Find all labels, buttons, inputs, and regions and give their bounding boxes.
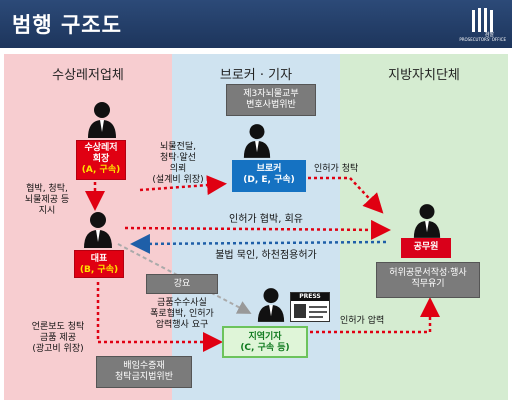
rep-person-icon — [84, 212, 112, 248]
official-box: 공무원 — [401, 238, 451, 258]
instruct-line2: 뇌물제공 등 — [24, 195, 70, 205]
press-report-label: 언론보도 청탁 금품 제공 (광고비 위장) — [20, 322, 96, 355]
logo-label: 검찰 — [484, 32, 494, 38]
reporter-line2: (C, 구속 등) — [240, 343, 290, 353]
instruct-label: 협박, 청탁, 뇌물제공 등 지시 — [14, 184, 80, 217]
logo-sublabel: PROSECUTORS' OFFICE — [459, 37, 506, 42]
column-title-broker: 브로커 · 기자 — [219, 68, 293, 83]
coercion-label: 강요 — [173, 279, 191, 289]
official-label: 공무원 — [413, 242, 439, 252]
broker-box: 브로커 (D, E, 구속) — [232, 160, 306, 192]
column-business: 수상레저업체 — [4, 54, 172, 400]
permit-request-label: 인허가 청탁 — [314, 164, 359, 174]
bribery-charge-box: 제3자뇌물교부 변호사법위반 — [226, 84, 316, 116]
owner-line1: 수상레저 — [84, 143, 118, 153]
money-line2: 폭로협박, 인허가 — [150, 309, 214, 319]
coercion-charge-box: 강요 — [146, 274, 218, 294]
permit-pressure-label: 인허가 압력 — [340, 316, 385, 326]
owner-person-icon — [88, 102, 116, 138]
owner-line3: (A, 구속) — [81, 165, 121, 175]
bribe-request-label: 뇌물전달, 청탁·알선 의뢰 (설계비 위장) — [142, 142, 214, 186]
money-line3: 압력행사 요구 — [155, 320, 209, 330]
breach-line2: 청탁금지법위반 — [115, 372, 173, 382]
press-report-line1: 언론보도 청탁 — [31, 322, 85, 332]
bribe-line1: 뇌물전달, — [160, 142, 196, 152]
official-person-icon — [413, 204, 441, 238]
falsify-line2: 직무유기 — [411, 279, 445, 289]
rep-line1: 대표 — [90, 254, 108, 264]
press-report-line2: 금품 제공 — [40, 333, 76, 343]
bribe-line4: (설계비 위장) — [152, 175, 204, 185]
column-title-business: 수상레저업체 — [52, 68, 124, 83]
bribe-line3: 의뢰 — [169, 164, 187, 174]
instruct-line3: 지시 — [38, 206, 56, 216]
owner-box: 수상레저 회장 (A, 구속) — [76, 140, 126, 180]
bribery-line2: 변호사법위반 — [246, 100, 296, 110]
broker-line1: 브로커 — [256, 164, 282, 174]
reporter-box: 지역기자 (C, 구속 등) — [222, 326, 308, 358]
reporter-person-icon — [257, 288, 285, 322]
arrow-official-to-rep — [130, 233, 387, 254]
arrow-rep-to-official — [124, 219, 391, 240]
press-card-icon: PRESS — [290, 292, 330, 322]
column-title-government: 지방자치단체 — [388, 68, 460, 83]
arrow-owner-to-broker — [139, 175, 227, 196]
permit-threat-label: 인허가 협박, 회유 — [229, 214, 303, 225]
rep-box: 대표 (B, 구속) — [74, 250, 124, 278]
broker-person-icon — [243, 124, 271, 158]
money-threat-label: 금품수수사실 폭로협박, 인허가 압력행사 요구 — [140, 298, 224, 331]
falsify-charge-box: 허위공문서작성·행사 직무유기 — [376, 262, 480, 298]
arrow-reporter-to-official — [310, 297, 440, 334]
money-line1: 금품수수사실 — [157, 298, 207, 308]
arrow-broker-to-official — [308, 176, 384, 214]
tolerate-label: 불법 묵인, 하천점용허가 — [215, 250, 317, 261]
owner-line2: 회장 — [92, 154, 110, 164]
instruct-line1: 협박, 청탁, — [26, 184, 68, 194]
reporter-line1: 지역기자 — [248, 332, 282, 342]
press-badge-label: PRESS — [291, 293, 329, 301]
bribery-line1: 제3자뇌물교부 — [243, 89, 299, 99]
rep-line2: (B, 구속) — [79, 265, 119, 275]
page-title: 범행 구조도 — [12, 13, 122, 37]
bribe-line2: 청탁·알선 — [160, 153, 196, 163]
header-bar: 범행 구조도 검찰 PROSECUTORS' OFFICE — [0, 0, 512, 48]
breach-line1: 배임수증재 — [123, 361, 165, 371]
prosecutors-logo-icon — [472, 8, 493, 32]
falsify-line1: 허위공문서작성·행사 — [389, 268, 467, 278]
arrow-rep-to-reporter — [96, 282, 223, 352]
press-report-line3: (광고비 위장) — [32, 344, 84, 354]
broker-line2: (D, E, 구속) — [243, 175, 295, 185]
breach-charge-box: 배임수증재 청탁금지법위반 — [96, 356, 192, 388]
